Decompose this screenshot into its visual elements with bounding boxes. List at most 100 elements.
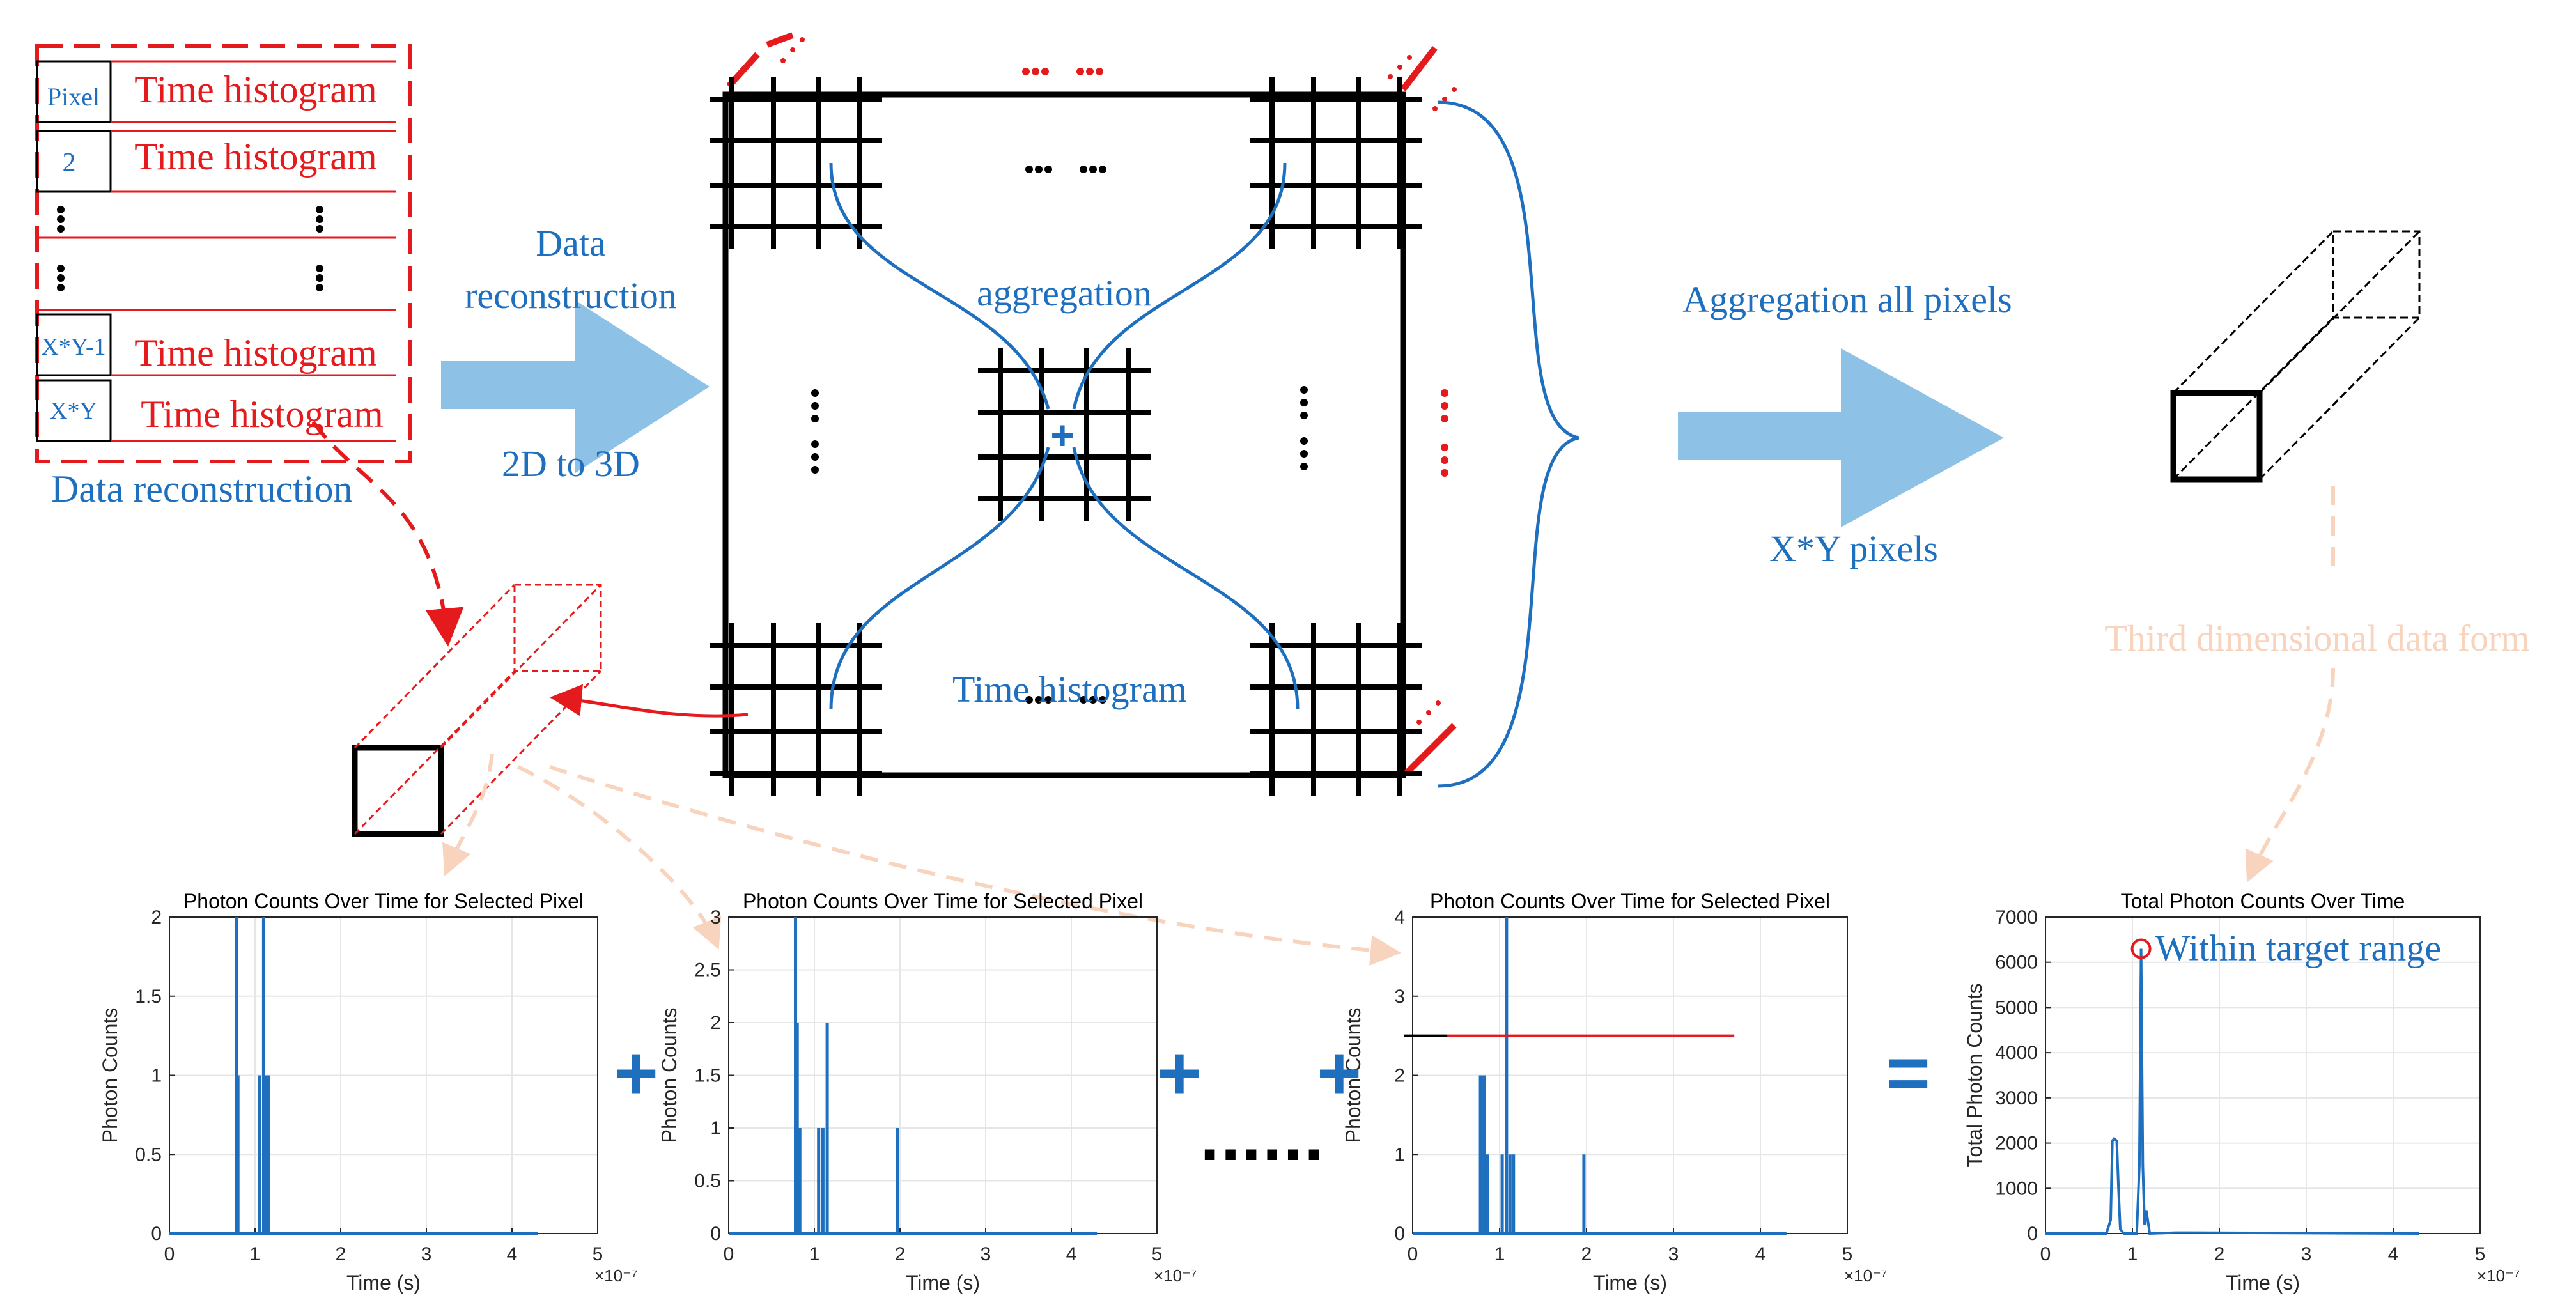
x-tick-label: 0 (1408, 1244, 1418, 1265)
table-row-3: X*Y-1 Time histogram (36, 313, 396, 376)
y-tick-label: 2000 (1995, 1133, 2038, 1154)
x-axis-label: Time (s) (1593, 1271, 1667, 1294)
plus-operator: + (1317, 1030, 1362, 1116)
x-tick-label: 1 (809, 1244, 820, 1265)
grid-corner-marks (726, 32, 1457, 776)
target-marker (2130, 938, 2152, 959)
x-tick-label: 4 (507, 1244, 518, 1265)
grid-cell-bottom-right (1250, 623, 1422, 796)
charts-row: 0 1 2 3 4 5 0 0.5 1 1.5 2 Photon Counts Over Time f… (98, 890, 2520, 1294)
grid-cell-top-left (710, 77, 882, 249)
table-dashed-border (35, 44, 412, 463)
y-axis-label: Photon Counts (658, 1008, 681, 1143)
3d-cube-right: Third dimensional data form (2104, 230, 2530, 659)
3d-cube-left (352, 584, 602, 837)
y-tick-label: 0 (710, 1223, 721, 1244)
x-tick-label: 2 (895, 1244, 906, 1265)
grid-bottom-label: Time histogram (952, 669, 1187, 710)
x-exponent: ×10⁻⁷ (1844, 1266, 1887, 1285)
data-table: Pixel Time histogram 2 Time histogram X*… (35, 44, 412, 510)
x-tick-label: 4 (1066, 1244, 1077, 1265)
annotation-label: Within target range (2155, 927, 2442, 969)
grid-center-label: aggregation (977, 272, 1152, 314)
x-tick-label: 2 (336, 1244, 346, 1265)
pixel-grid: + aggregation Time histogram (710, 32, 1579, 796)
cube-to-total-arrow (2250, 486, 2335, 876)
chart-title: Photon Counts Over Time for Selected Pix… (183, 890, 584, 913)
y-tick-label: 6000 (1995, 952, 2038, 973)
table-ellipsis-rows (37, 206, 396, 311)
y-tick-label: 4000 (1995, 1042, 2038, 1063)
x-tick-label: 0 (164, 1244, 175, 1265)
y-axis-label: Photon Counts (1342, 1008, 1365, 1143)
table-row-2: 2 Time histogram (36, 130, 396, 193)
ellipsis-operator: ...... (1200, 1097, 1324, 1175)
arrow1-line2: reconstruction (465, 275, 677, 316)
table-row-label: Time histogram (134, 68, 376, 111)
table-row-1: Pixel Time histogram (36, 60, 396, 123)
x-axis-label: Time (s) (906, 1271, 980, 1294)
grid-cell-top-right (1250, 77, 1422, 249)
x-tick-label: 3 (2301, 1244, 2312, 1265)
x-tick-label: 2 (1581, 1244, 1592, 1265)
y-tick-label: 0 (2027, 1223, 2038, 1244)
x-tick-label: 5 (1152, 1244, 1163, 1265)
x-tick-label: 5 (593, 1244, 603, 1265)
grid-cell-bottom-left (710, 623, 882, 796)
x-tick-label: 4 (2388, 1244, 2399, 1265)
y-tick-label: 7000 (1995, 907, 2038, 928)
table-pixel-label: X*Y-1 (41, 334, 105, 360)
x-tick-label: 5 (2475, 1244, 2486, 1265)
x-axis-label: Time (s) (346, 1271, 421, 1294)
y-tick-label: 1.5 (135, 986, 162, 1007)
x-tick-label: 5 (1842, 1244, 1853, 1265)
y-tick-label: 2 (151, 907, 162, 928)
y-tick-label: 1 (1394, 1144, 1405, 1165)
table-pixel-label: X*Y (50, 398, 97, 424)
arrow1-below: 2D to 3D (502, 443, 640, 484)
x-tick-label: 0 (2040, 1244, 2051, 1265)
chart-title: Photon Counts Over Time for Selected Pix… (1430, 890, 1830, 913)
equals-operator: = (1886, 1030, 1930, 1116)
grid-to-cube-arrow (550, 684, 749, 718)
y-tick-label: 5000 (1995, 997, 2038, 1018)
x-tick-label: 3 (421, 1244, 432, 1265)
arrow1-line1: Data (536, 222, 606, 264)
aggregation-arrow: Aggregation all pixels X*Y pixels (1678, 279, 2012, 569)
y-tick-label: 3000 (1995, 1088, 2038, 1109)
cube-to-chart-arrows (442, 754, 1401, 966)
grid-red-dots (780, 37, 1457, 725)
x-tick-label: 3 (1668, 1244, 1679, 1265)
x-exponent: ×10⁻⁷ (2477, 1266, 2520, 1285)
y-tick-label: 0 (151, 1223, 162, 1244)
x-tick-label: 0 (724, 1244, 734, 1265)
table-caption: Data reconstruction (51, 468, 352, 510)
big-arrow-shape (1678, 348, 2004, 527)
y-tick-label: 1 (710, 1118, 721, 1139)
x-tick-label: 1 (2127, 1244, 2138, 1265)
y-tick-label: 2 (1394, 1065, 1405, 1086)
chart-title: Photon Counts Over Time for Selected Pix… (743, 890, 1143, 913)
cube-caption: Third dimensional data form (2104, 617, 2529, 659)
y-tick-label: 0.5 (694, 1171, 721, 1192)
y-tick-label: 3 (1394, 986, 1405, 1007)
table-row-label: Time histogram (134, 135, 376, 178)
y-tick-label: 2.5 (694, 960, 721, 981)
table-row-label: Time histogram (141, 393, 383, 435)
x-exponent: ×10⁻⁷ (594, 1266, 637, 1285)
y-axis-label: Photon Counts (98, 1008, 121, 1143)
grid-frame (722, 91, 1406, 778)
table-pixel-label: 2 (63, 148, 76, 178)
arrow2-below: X*Y pixels (1769, 528, 1938, 569)
table-to-cube-arrow (311, 421, 464, 647)
plus-operator: + (614, 1030, 658, 1116)
grid-black-dots (811, 166, 1308, 704)
y-tick-label: 0 (1394, 1223, 1405, 1244)
x-tick-label: 3 (981, 1244, 991, 1265)
data-line (2045, 948, 2419, 1235)
